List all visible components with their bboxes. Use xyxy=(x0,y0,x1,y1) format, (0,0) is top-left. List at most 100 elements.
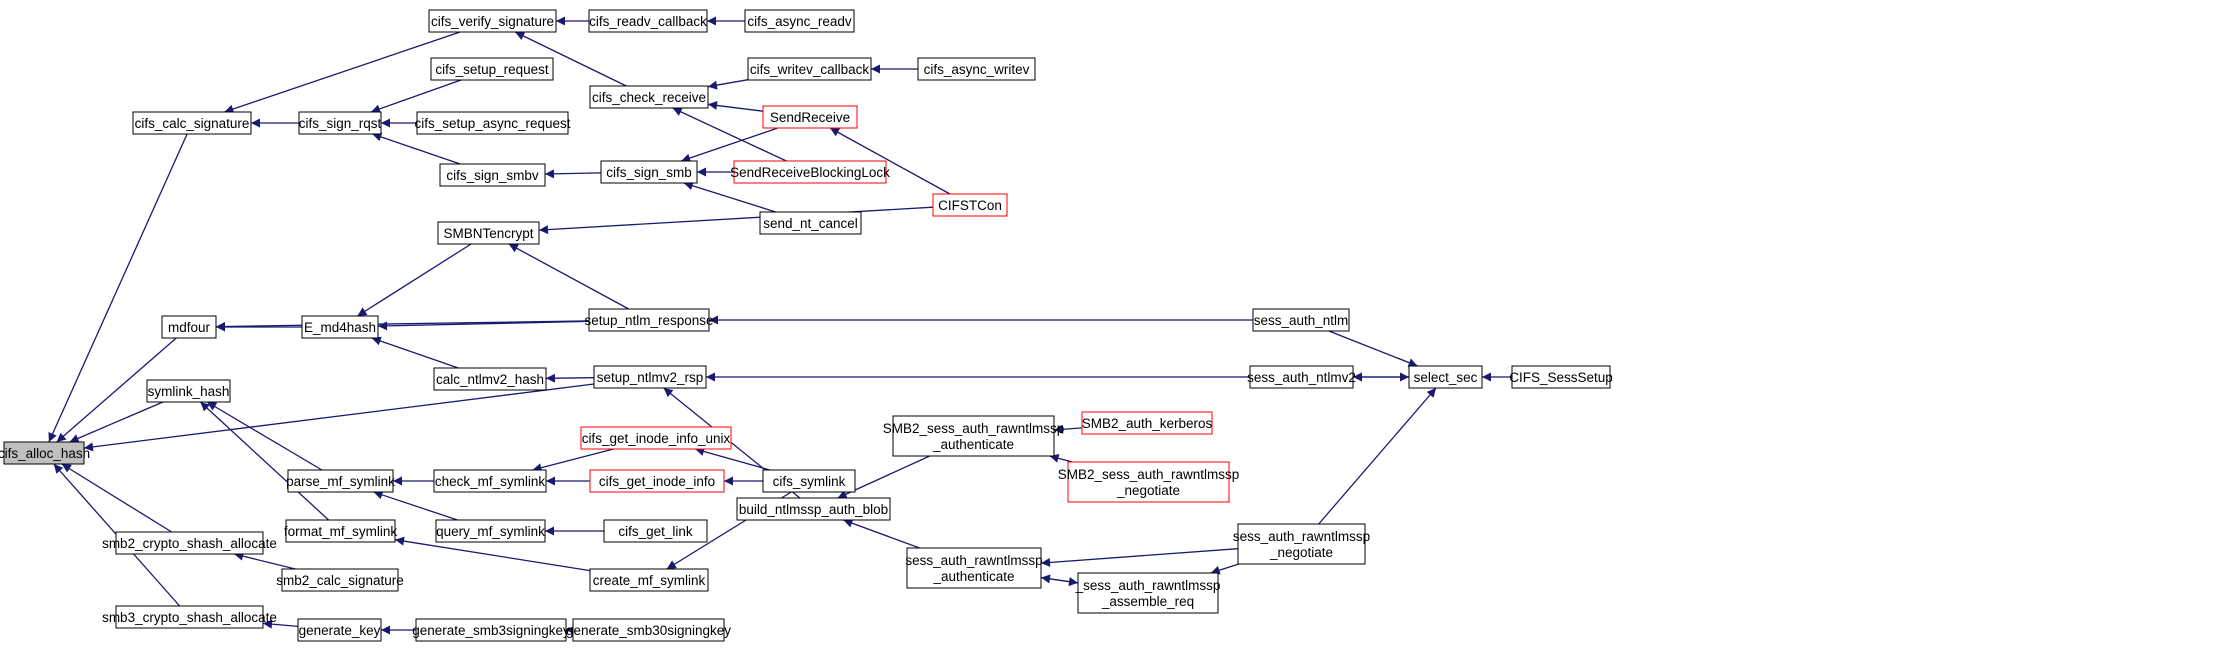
node-box xyxy=(589,568,709,592)
node-query_mf_symlink[interactable]: query_mf_symlink xyxy=(435,519,546,543)
edge-setup_ntlm_response-to-E_md4hash xyxy=(377,320,590,331)
node-generate_smb3signingkey[interactable]: generate_smb3signingkey xyxy=(412,618,570,642)
node-label: E_md4hash xyxy=(304,320,376,335)
node-build_ntlmssp_auth_blob[interactable]: build_ntlmssp_auth_blob xyxy=(736,497,891,521)
node-label: CIFSTCon xyxy=(938,198,1002,213)
node-box xyxy=(439,163,546,187)
edge-cifs_writev_callback-to-cifs_check_receive xyxy=(707,79,749,90)
node-box xyxy=(589,85,709,109)
node-box xyxy=(588,9,708,33)
node-_sess_auth_rawntlmssp_assemble_req[interactable]: _sess_auth_rawntlmssp_assemble_req xyxy=(1075,572,1221,614)
node-box xyxy=(603,519,708,543)
edge-sess_auth_rawntlmssp_authenticate-to-_sess_auth_rawntlmssp_assemble_req xyxy=(1040,576,1079,587)
node-box xyxy=(759,211,862,235)
node-cifs_get_inode_info[interactable]: cifs_get_inode_info xyxy=(589,469,725,493)
node-label: sess_auth_rawntlmssp_authenticate xyxy=(905,553,1042,584)
node-cifs_alloc_hash[interactable]: cifs_alloc_hash xyxy=(0,441,90,465)
edge-format_mf_symlink-to-symlink_hash xyxy=(199,401,330,521)
node-label: cifs_check_receive xyxy=(592,90,706,105)
node-cifs_verify_signature[interactable]: cifs_verify_signature xyxy=(428,9,557,33)
node-SendReceive[interactable]: SendReceive xyxy=(762,105,858,129)
node-sess_auth_ntlmv2[interactable]: sess_auth_ntlmv2 xyxy=(1247,365,1356,389)
node-cifs_setup_async_request[interactable]: cifs_setup_async_request xyxy=(414,111,571,135)
node-cifs_readv_callback[interactable]: cifs_readv_callback xyxy=(588,9,708,33)
node-SMB2_sess_auth_rawntlmssp_negotiate[interactable]: SMB2_sess_auth_rawntlmssp_negotiate xyxy=(1058,461,1240,503)
node-smb2_crypto_shash_allocate[interactable]: smb2_crypto_shash_allocate xyxy=(102,531,277,555)
edge-setup_ntlmv2_rsp-to-cifs_alloc_hash xyxy=(83,383,595,452)
node-create_mf_symlink[interactable]: create_mf_symlink xyxy=(589,568,709,592)
edge-sess_auth_rawntlmssp_negotiate-to-_sess_auth_rawntlmssp_assemble_req xyxy=(1210,563,1239,575)
node-cifs_sign_smbv[interactable]: cifs_sign_smbv xyxy=(439,163,546,187)
edge-calc_ntlmv2_hash-to-E_md4hash xyxy=(371,336,459,369)
node-smb3_crypto_shash_allocate[interactable]: smb3_crypto_shash_allocate xyxy=(102,605,277,629)
node-symlink_hash[interactable]: symlink_hash xyxy=(146,379,231,403)
node-cifs_check_receive[interactable]: cifs_check_receive xyxy=(589,85,709,109)
node-sess_auth_rawntlmssp_authenticate[interactable]: sess_auth_rawntlmssp_authenticate xyxy=(905,547,1043,589)
node-cifs_symlink[interactable]: cifs_symlink xyxy=(762,469,856,493)
node-SMB2_auth_kerberos[interactable]: SMB2_auth_kerberos xyxy=(1081,411,1213,435)
node-label: select_sec xyxy=(1414,370,1478,385)
node-setup_ntlm_response[interactable]: setup_ntlm_response xyxy=(584,308,714,332)
node-mdfour[interactable]: mdfour xyxy=(161,315,217,339)
node-box xyxy=(1067,461,1230,503)
node-cifs_async_writev[interactable]: cifs_async_writev xyxy=(917,57,1036,81)
node-label: cifs_readv_callback xyxy=(589,14,707,29)
nodes-layer: cifs_alloc_hash cifs_calc_signaturemdfour… xyxy=(0,9,1613,642)
node-box xyxy=(580,426,732,450)
node-cifs_async_readv[interactable]: cifs_async_readv xyxy=(744,9,855,33)
node-parse_mf_symlink[interactable]: parse_mf_symlink xyxy=(286,469,395,493)
node-label: cifs_calc_signature xyxy=(135,116,250,131)
edge-cifs_symlink-to-cifs_get_inode_info_unix xyxy=(694,447,771,471)
node-label: SendReceive xyxy=(770,110,850,125)
node-label: smb2_crypto_shash_allocate xyxy=(102,536,277,551)
node-setup_ntlmv2_rsp[interactable]: setup_ntlmv2_rsp xyxy=(593,365,707,389)
node-smb2_calc_signature[interactable]: smb2_calc_signature xyxy=(276,568,404,592)
node-SendReceiveBlockingLock[interactable]: SendReceiveBlockingLock xyxy=(730,160,890,184)
node-box xyxy=(1511,365,1611,389)
node-cifs_setup_request[interactable]: cifs_setup_request xyxy=(430,57,554,81)
node-label: cifs_sign_smbv xyxy=(446,168,539,183)
node-cifs_sign_smb[interactable]: cifs_sign_smb xyxy=(600,160,698,184)
node-label: smb2_calc_signature xyxy=(276,573,404,588)
node-send_nt_cancel[interactable]: send_nt_cancel xyxy=(759,211,862,235)
node-calc_ntlmv2_hash[interactable]: calc_ntlmv2_hash xyxy=(433,367,547,391)
node-CIFS_SessSetup[interactable]: CIFS_SessSetup xyxy=(1509,365,1613,389)
node-generate_smb30signingkey[interactable]: generate_smb30signingkey xyxy=(566,618,731,642)
node-SMBNTencrypt[interactable]: SMBNTencrypt xyxy=(437,221,540,245)
node-box xyxy=(892,415,1055,457)
node-box xyxy=(588,308,710,332)
node-box xyxy=(736,497,891,521)
node-box xyxy=(917,57,1036,81)
node-cifs_sign_rqst[interactable]: cifs_sign_rqst xyxy=(298,111,382,135)
node-CIFSTCon[interactable]: CIFSTCon xyxy=(932,193,1008,217)
node-box xyxy=(132,111,252,135)
node-cifs_writev_callback[interactable]: cifs_writev_callback xyxy=(747,57,872,81)
node-format_mf_symlink[interactable]: format_mf_symlink xyxy=(284,519,398,543)
node-box xyxy=(762,469,856,493)
node-cifs_get_inode_info_unix[interactable]: cifs_get_inode_info_unix xyxy=(580,426,732,450)
node-box xyxy=(932,193,1008,217)
node-check_mf_symlink[interactable]: check_mf_symlink xyxy=(433,469,547,493)
node-label: cifs_get_link xyxy=(618,524,693,539)
node-label: _sess_auth_rawntlmssp_assemble_req xyxy=(1075,578,1221,609)
node-select_sec[interactable]: select_sec xyxy=(1408,365,1483,389)
node-cifs_get_link[interactable]: cifs_get_link xyxy=(603,519,708,543)
node-label: cifs_symlink xyxy=(773,474,846,489)
node-SMB2_sess_auth_rawntlmssp_authenticate[interactable]: SMB2_sess_auth_rawntlmssp_authenticate xyxy=(883,415,1065,457)
node-label: cifs_verify_signature xyxy=(431,14,554,29)
node-generate_key[interactable]: generate_key xyxy=(297,618,382,642)
node-box xyxy=(572,618,725,642)
edge-sess_auth_ntlm-to-select_sec xyxy=(1328,330,1418,367)
edge-CIFSTCon-to-SMBNTencrypt xyxy=(538,206,934,235)
node-cifs_calc_signature[interactable]: cifs_calc_signature xyxy=(132,111,252,135)
node-E_md4hash[interactable]: E_md4hash xyxy=(301,315,379,339)
node-label: create_mf_symlink xyxy=(593,573,706,588)
node-sess_auth_ntlm[interactable]: sess_auth_ntlm xyxy=(1252,308,1350,332)
edge-cifs_calc_signature-to-cifs_alloc_hash xyxy=(48,133,188,443)
node-label: format_mf_symlink xyxy=(284,524,398,539)
node-sess_auth_rawntlmssp_negotiate[interactable]: sess_auth_rawntlmssp_negotiate xyxy=(1233,523,1370,565)
edge-setup_ntlm_response-to-mdfour xyxy=(215,320,590,331)
node-label: CIFS_SessSetup xyxy=(1509,370,1613,385)
node-box xyxy=(146,379,231,403)
